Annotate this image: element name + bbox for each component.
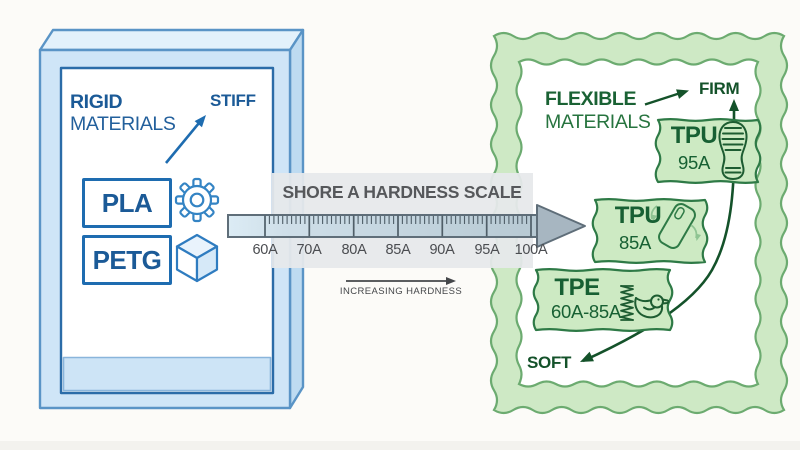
rigid-title-line1: RIGID xyxy=(70,91,123,113)
duck-icon xyxy=(634,294,670,319)
frame-top-face xyxy=(38,28,305,52)
ruler-arrowhead xyxy=(536,204,586,248)
tag-tpe-value: 60A-85A xyxy=(551,301,621,322)
spring-icon xyxy=(620,285,634,321)
material-box-petg: PETG xyxy=(82,235,172,285)
tick-label-100a: 100A xyxy=(514,242,548,258)
stiff-label: STIFF xyxy=(210,91,256,110)
tick-label-60a: 60A xyxy=(252,242,278,258)
tick-label-95a: 95A xyxy=(474,242,500,258)
tag-tpe-name: TPE xyxy=(554,274,600,301)
flexible-title-line2: MATERIALS xyxy=(545,111,651,133)
ruler-major-ticks xyxy=(264,215,532,237)
cube-icon xyxy=(175,233,219,283)
hardness-axis-arrow xyxy=(227,204,586,248)
tick-label-80a: 80A xyxy=(341,242,367,258)
tag-tpe xyxy=(532,268,674,332)
ruler-minor-ticks xyxy=(268,216,528,224)
scale-title: SHORE A HARDNESS SCALE xyxy=(282,182,522,202)
rigid-title-line2: MATERIALS xyxy=(70,113,176,135)
phone-case-icon xyxy=(650,203,702,249)
increasing-hardness-arrow xyxy=(346,277,456,285)
stiff-arrow xyxy=(164,115,206,164)
tag-tpu95-name: TPU xyxy=(670,122,718,149)
background-bottom-strip xyxy=(0,441,800,450)
tick-label-85a: 85A xyxy=(385,242,411,258)
material-box-pla: PLA xyxy=(82,178,172,228)
gear-icon xyxy=(174,177,220,223)
tag-tpu85-value: 85A xyxy=(618,232,652,253)
tick-label-90a: 90A xyxy=(429,242,455,258)
frame-inner-band xyxy=(62,356,272,392)
tag-tpu85-name: TPU xyxy=(614,202,662,229)
tag-tpu95-value: 95A xyxy=(677,152,711,173)
increasing-hardness-label: INCREASING HARDNESS xyxy=(339,286,463,297)
firm-arrow xyxy=(644,89,689,106)
shoe-sole-icon xyxy=(718,120,748,181)
tick-label-70a: 70A xyxy=(296,242,322,258)
soft-label: SOFT xyxy=(527,353,572,372)
firm-label: FIRM xyxy=(699,79,740,98)
flexible-title-line1: FLEXIBLE xyxy=(545,88,637,110)
